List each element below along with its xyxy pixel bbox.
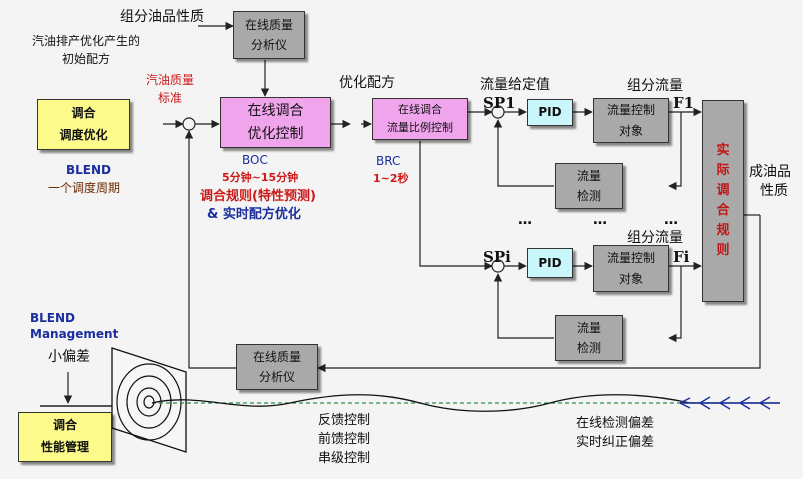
analyzer-top-line1: 在线质量 (244, 17, 293, 32)
blend-scheduling-box: 调合 调度优化 (37, 99, 130, 150)
blend-management-line2: Management (30, 327, 119, 341)
product-to-analyzer (317, 215, 761, 373)
analyzer-bottom-line2: 分析仪 (258, 370, 295, 384)
fi-detect-feedback (493, 273, 554, 339)
dots-right: … (664, 212, 678, 228)
scheduling-line1: 调合 (71, 105, 96, 120)
pidi-label: PID (538, 255, 562, 270)
scheduling-cycle-label: 一个调度周期 (48, 181, 121, 195)
flow-detection-1: 流量 检测 (555, 163, 623, 209)
feedback-control-label: 反馈控制 (318, 413, 371, 428)
product-properties-line2: 性质 (760, 183, 788, 199)
online-detection-line1: 在线检测偏差 (576, 416, 655, 431)
performance-line2: 性能管理 (40, 440, 89, 454)
component-properties-label: 组分油品性质 (120, 9, 204, 25)
fi-feedback (668, 266, 682, 343)
flow-det1-line2: 检测 (576, 189, 601, 203)
blend-management-line1: BLEND (30, 311, 75, 325)
pid1-label: PID (538, 105, 562, 120)
brc-line2: 流量比例控制 (387, 121, 453, 134)
feedforward-control-label: 前馈控制 (318, 432, 371, 447)
flow-control-object-i: 流量控制 对象 (593, 245, 669, 292)
sp1-label: SP1 (483, 94, 516, 112)
flow-setpoint-label: 流量给定值 (480, 77, 550, 93)
flow-deti-line1: 流量 (576, 320, 601, 335)
analyzer-top-line2: 分析仪 (250, 38, 287, 52)
blend-rule-char: 调 (716, 182, 730, 198)
performance-line1: 调合 (52, 418, 77, 433)
brc-time: 1~2秒 (373, 172, 409, 185)
boc-time: 5分钟~15分钟 (222, 171, 299, 184)
boc-line1: 在线调合 (247, 103, 304, 120)
product-properties-line1: 成油品 (749, 164, 791, 180)
brc-line1: 在线调合 (398, 103, 442, 117)
spi-label: SPi (483, 248, 511, 266)
boc-line2: 优化控制 (247, 125, 304, 142)
flow-detection-i: 流量 检测 (555, 315, 623, 361)
f1-detect-feedback (493, 119, 554, 187)
dots-mid2: … (593, 212, 607, 228)
optimized-recipe-label: 优化配方 (339, 75, 395, 91)
online-quality-analyzer-top: 在线质量 分析仪 (233, 11, 305, 59)
flow-control-object-1: 流量控制 对象 (593, 98, 669, 143)
blend-rule-char: 规 (716, 223, 730, 239)
brc-name: BRC (376, 154, 401, 168)
dots-mid1: … (518, 212, 532, 228)
brc-flow-ratio-control-box: 在线调合 流量比例控制 (372, 98, 468, 140)
flow-deti-line2: 检测 (576, 341, 601, 355)
quality-standard-line1: 汽油质量 (146, 73, 195, 87)
boc-optimization-control-box: 在线调合 优化控制 (220, 97, 331, 148)
summer-node-spi (491, 259, 505, 273)
flow-det1-line1: 流量 (576, 168, 601, 183)
component-flow-mid-label: 组分流量 (627, 230, 683, 246)
component-flow-top-label: 组分流量 (627, 78, 683, 94)
initial-recipe-label-line1: 汽油排产优化产生的 (32, 34, 141, 48)
summer-node (182, 117, 196, 131)
online-quality-analyzer-bottom: 在线质量 分析仪 (236, 344, 318, 390)
blend-rule-char: 际 (716, 162, 730, 178)
target-icon (111, 347, 187, 453)
blend-performance-box: 调合 性能管理 (18, 412, 112, 462)
blend-name: BLEND (66, 163, 111, 177)
analyzer-to-summer (184, 130, 236, 369)
analyzer-bottom-line1: 在线质量 (252, 349, 301, 364)
quality-standard-line2: 标准 (158, 91, 183, 105)
boc-name: BOC (242, 153, 268, 167)
small-deviation-label: 小偏差 (48, 349, 90, 365)
correction-arrow-icon (679, 396, 780, 410)
fi-label: Fi (673, 248, 690, 266)
brc-to-spi-arrow (419, 141, 493, 271)
online-detection-line2: 实时纠正偏差 (576, 435, 655, 450)
scheduling-line2: 调度优化 (59, 127, 108, 142)
blend-rule-line2: & 实时配方优化 (207, 207, 301, 222)
blend-rule-char: 则 (716, 243, 730, 259)
pid-box-1: PID (527, 99, 573, 126)
actual-blend-rule-box: 实 际 调 合 规 则 (702, 100, 744, 302)
flow-obj1-line1: 流量控制 (606, 103, 655, 118)
pid-box-i: PID (527, 248, 573, 278)
initial-recipe-label-line2: 初始配方 (62, 52, 111, 66)
summer-node-sp1 (491, 105, 505, 119)
cascade-control-label: 串级控制 (318, 451, 371, 466)
blend-rule-line1: 调合规则(特性预测) (200, 189, 316, 204)
f1-feedback (668, 112, 682, 191)
flow-obj1-line2: 对象 (618, 123, 643, 138)
wave-line (151, 394, 780, 412)
blend-rule-char: 合 (716, 203, 730, 218)
blend-rule-char: 实 (716, 142, 730, 158)
flow-obji-line1: 流量控制 (606, 251, 655, 266)
flow-obji-line2: 对象 (618, 271, 643, 286)
f1-label: F1 (673, 94, 695, 112)
